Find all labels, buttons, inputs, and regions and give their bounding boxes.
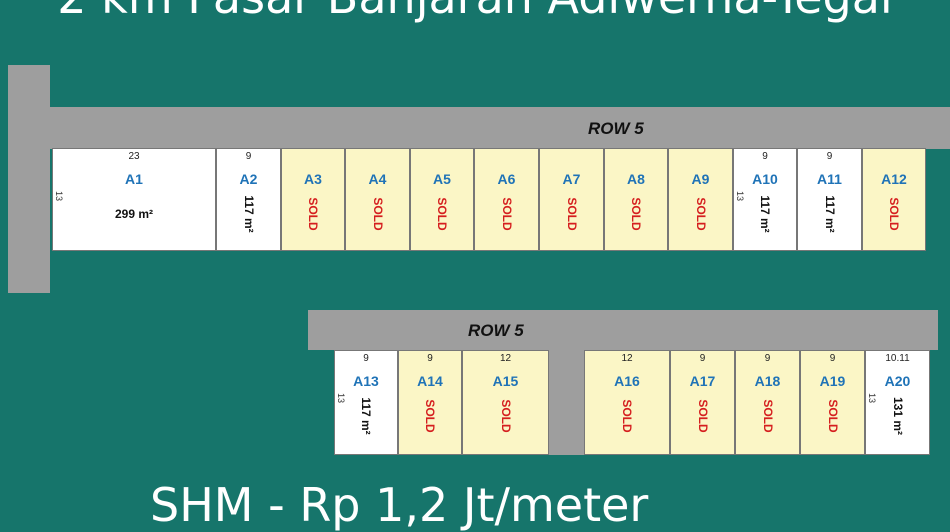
sold-label: SOLD bbox=[695, 399, 710, 433]
plot-code: A5 bbox=[433, 171, 451, 187]
plot-depth-label: 13 bbox=[735, 191, 745, 202]
plot-width-label: 9 bbox=[427, 353, 433, 364]
road-label-upper: ROW 5 bbox=[588, 119, 644, 138]
plot-code: A16 bbox=[614, 373, 640, 389]
plot-code: A3 bbox=[304, 171, 322, 187]
sold-label: SOLD bbox=[887, 197, 901, 231]
sold-label: SOLD bbox=[423, 399, 437, 433]
plot-width-label: 9 bbox=[245, 151, 252, 162]
sold-label: SOLD bbox=[825, 399, 840, 433]
road-vertical-middle bbox=[549, 350, 584, 455]
sold-label: SOLD bbox=[435, 197, 449, 231]
plot-depth-label: 13 bbox=[54, 191, 64, 202]
plot-code: A18 bbox=[754, 373, 781, 389]
sold-label: SOLD bbox=[564, 197, 579, 231]
plot-code: A7 bbox=[562, 171, 581, 187]
plot-code: A20 bbox=[884, 373, 911, 389]
sold-label: SOLD bbox=[306, 197, 320, 231]
road-vertical-left bbox=[8, 65, 50, 293]
plot-width-label: 9 bbox=[762, 151, 768, 162]
plot-width-label: 9 bbox=[363, 353, 369, 364]
plot-code: A14 bbox=[417, 373, 443, 389]
plot-code: A12 bbox=[881, 171, 907, 187]
plot-code: A13 bbox=[353, 373, 379, 389]
plot-code: A1 bbox=[125, 171, 143, 187]
page-title: 2 km Pasar Banjaran Adiwerna-Tegal bbox=[0, 0, 950, 24]
sold-label: SOLD bbox=[370, 197, 385, 231]
plot-width-label: 23 bbox=[128, 151, 140, 162]
sold-label: SOLD bbox=[693, 197, 708, 231]
sold-label: SOLD bbox=[499, 197, 514, 231]
plot-width-label: 9 bbox=[826, 151, 833, 162]
plot-width-label: 9 bbox=[699, 353, 706, 364]
plot-area: 299 m² bbox=[114, 207, 154, 221]
plot-width-label: 12 bbox=[621, 353, 633, 364]
plot-area: 117 m² bbox=[241, 195, 256, 233]
plot-area: 117 m² bbox=[822, 195, 837, 233]
plot-area: 131 m² bbox=[890, 396, 905, 436]
plot-width-label: 9 bbox=[764, 353, 771, 364]
road-label-lower: ROW 5 bbox=[468, 321, 524, 340]
plot-code: A19 bbox=[819, 373, 846, 389]
plot-width-label: 9 bbox=[829, 353, 836, 364]
plot-code: A4 bbox=[368, 171, 387, 187]
plot-code: A2 bbox=[239, 171, 258, 187]
plot-area: 117 m² bbox=[758, 195, 772, 233]
road-row5-lower bbox=[308, 310, 938, 350]
road-row5-upper bbox=[8, 107, 950, 149]
plot-area: 117 m² bbox=[359, 397, 373, 435]
plot-depth-label: 13 bbox=[867, 393, 877, 404]
plot-code: A8 bbox=[627, 171, 645, 187]
sold-label: SOLD bbox=[498, 399, 513, 433]
sold-label: SOLD bbox=[760, 399, 775, 433]
sold-label: SOLD bbox=[629, 197, 643, 231]
plot-code: A15 bbox=[492, 373, 519, 389]
plot-code: A9 bbox=[691, 171, 710, 187]
plot-code: A17 bbox=[689, 373, 716, 389]
plot-code: A11 bbox=[817, 171, 842, 187]
sold-label: SOLD bbox=[620, 399, 634, 433]
plot-code: A10 bbox=[752, 171, 778, 187]
footer-text: SHM - Rp 1,2 Jt/meter bbox=[150, 478, 649, 532]
plot-code: A6 bbox=[497, 171, 516, 187]
plot-width-label: 12 bbox=[499, 353, 512, 364]
plot-width-label: 10.11 bbox=[885, 353, 910, 364]
plot-depth-label: 13 bbox=[336, 393, 346, 404]
